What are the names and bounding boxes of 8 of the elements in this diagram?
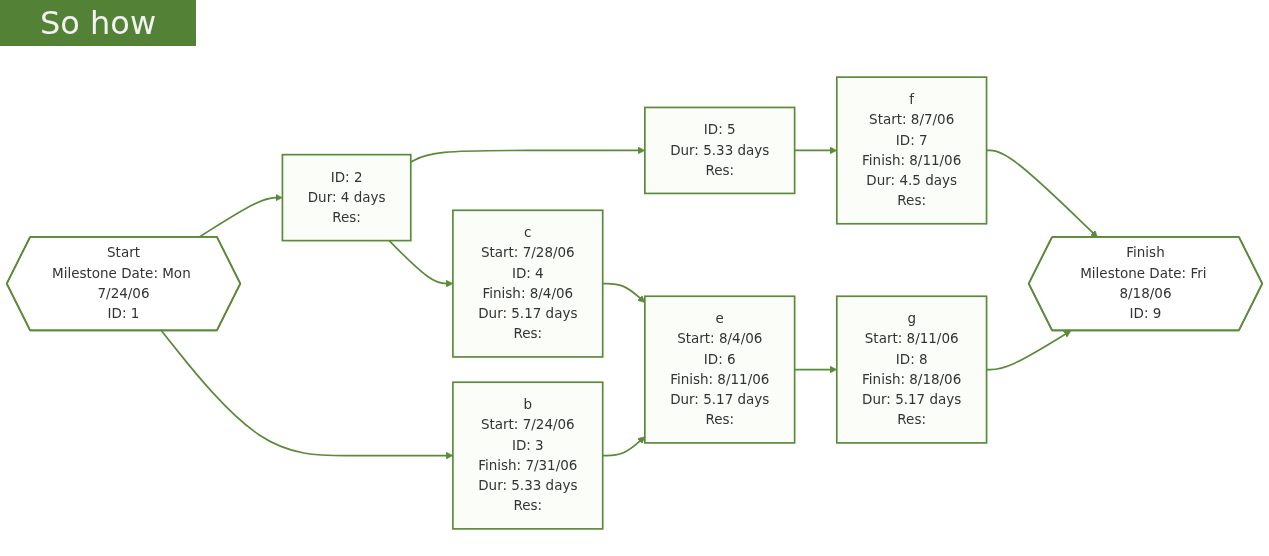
- node-box: b Start: 7/24/06 ID: 3 Finish: 7/31/06 Dur: 5.33 days Res:: [452, 381, 604, 530]
- banner-text: So how: [0, 0, 197, 46]
- node-box: g Start: 8/11/06 ID: 8 Finish: 8/18/06 Dur: 5.17 days Res:: [835, 295, 988, 444]
- node-box: c Start: 7/28/06 ID: 4 Finish: 8/4/06 Dur: 5.17 days Res:: [452, 209, 604, 358]
- node-box: e Start: 8/4/06 ID: 6 Finish: 8/11/06 Dur: 5.17 days Res:: [644, 295, 796, 444]
- node-box: ID: 2 Dur: 4 days Res:: [281, 153, 412, 242]
- node-box: ID: 5 Dur: 5.33 days Res:: [644, 106, 796, 195]
- node-box: f Start: 8/7/06 ID: 7 Finish: 8/11/06 Dur: 4.5 days Res:: [835, 76, 988, 225]
